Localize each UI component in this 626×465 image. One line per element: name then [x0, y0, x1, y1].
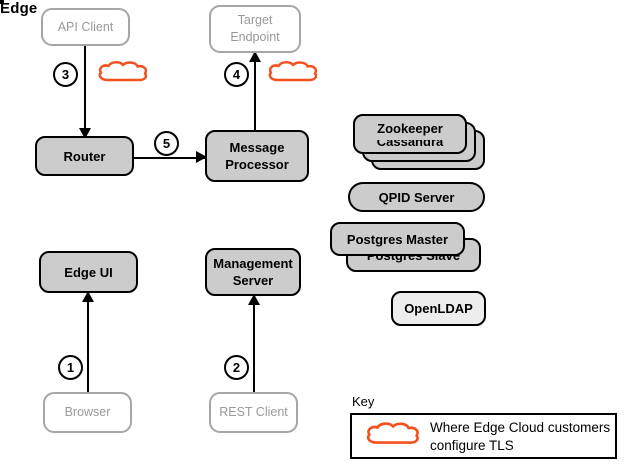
step-badge-5[interactable]: 5: [154, 131, 179, 156]
connector-api-client-to-router: [84, 46, 86, 130]
connector-browser-to-edge-ui: [87, 300, 89, 394]
cloud-icon: [366, 422, 419, 444]
step-badge-3[interactable]: 3: [53, 62, 78, 87]
step-badge-3-label: 3: [61, 67, 70, 82]
node-message-processor-label: Message Processor: [225, 140, 289, 172]
node-qpid-server-label: QPID Server: [378, 189, 455, 205]
node-postgres-master-label: Postgres Master: [346, 231, 449, 247]
node-management-server[interactable]: Management Server: [205, 248, 301, 296]
step-badge-4-label: 4: [232, 67, 241, 82]
cloud-icon: [268, 61, 318, 82]
key-label: Key: [352, 394, 375, 409]
arrowhead-message-processor: [196, 151, 207, 163]
edge-label: Edge: [0, 0, 38, 17]
node-rest-client-label: REST Client: [219, 405, 288, 419]
arrowhead-management-server: [248, 294, 260, 305]
node-openldap-label: OpenLDAP: [404, 301, 473, 316]
connector-router-to-message-processor: [134, 157, 207, 159]
node-management-server-label: Management Server: [213, 256, 293, 288]
key-box: [350, 413, 617, 459]
node-router[interactable]: Router: [35, 136, 134, 176]
tls-cloud-icon-target-endpoint: [265, 60, 321, 84]
node-openldap[interactable]: OpenLDAP: [391, 291, 486, 326]
node-message-processor[interactable]: Message Processor: [205, 130, 309, 182]
tls-cloud-icon-api-client: [95, 60, 151, 84]
node-postgres-master[interactable]: Postgres Master: [330, 222, 465, 256]
node-rest-client[interactable]: REST Client: [209, 392, 298, 433]
node-router-label: Router: [63, 148, 106, 164]
key-description: Where Edge Cloud customers configure TLS: [430, 420, 611, 453]
edge-boundary: [0, 0, 4, 4]
arrowhead-edge-ui: [82, 291, 94, 302]
tls-cloud-icon-key: [363, 421, 423, 447]
connector-rest-client-to-management-server: [253, 303, 255, 394]
step-badge-2[interactable]: 2: [224, 355, 249, 380]
node-target-endpoint-label: Target Endpoint: [230, 13, 280, 44]
node-target-endpoint[interactable]: Target Endpoint: [209, 5, 301, 53]
node-qpid-server[interactable]: QPID Server: [348, 182, 485, 212]
node-zookeeper[interactable]: Zookeeper: [353, 114, 467, 140]
step-badge-1[interactable]: 1: [58, 355, 83, 380]
node-api-client[interactable]: API Client: [41, 8, 130, 46]
arrowhead-target-endpoint: [249, 51, 261, 62]
step-badge-5-label: 5: [162, 136, 171, 151]
node-browser-label: Browser: [64, 405, 111, 419]
arrowhead-router: [79, 128, 91, 139]
node-browser[interactable]: Browser: [43, 392, 132, 433]
node-edge-ui-label: Edge UI: [64, 264, 113, 280]
cloud-icon: [98, 61, 148, 82]
node-zookeeper-label: Zookeeper: [377, 120, 443, 136]
step-badge-1-label: 1: [66, 360, 75, 375]
connector-message-processor-to-target-endpoint: [254, 60, 256, 132]
step-badge-2-label: 2: [232, 360, 241, 375]
node-edge-ui[interactable]: Edge UI: [39, 251, 138, 293]
step-badge-4[interactable]: 4: [224, 62, 249, 87]
node-api-client-label: API Client: [57, 19, 114, 34]
